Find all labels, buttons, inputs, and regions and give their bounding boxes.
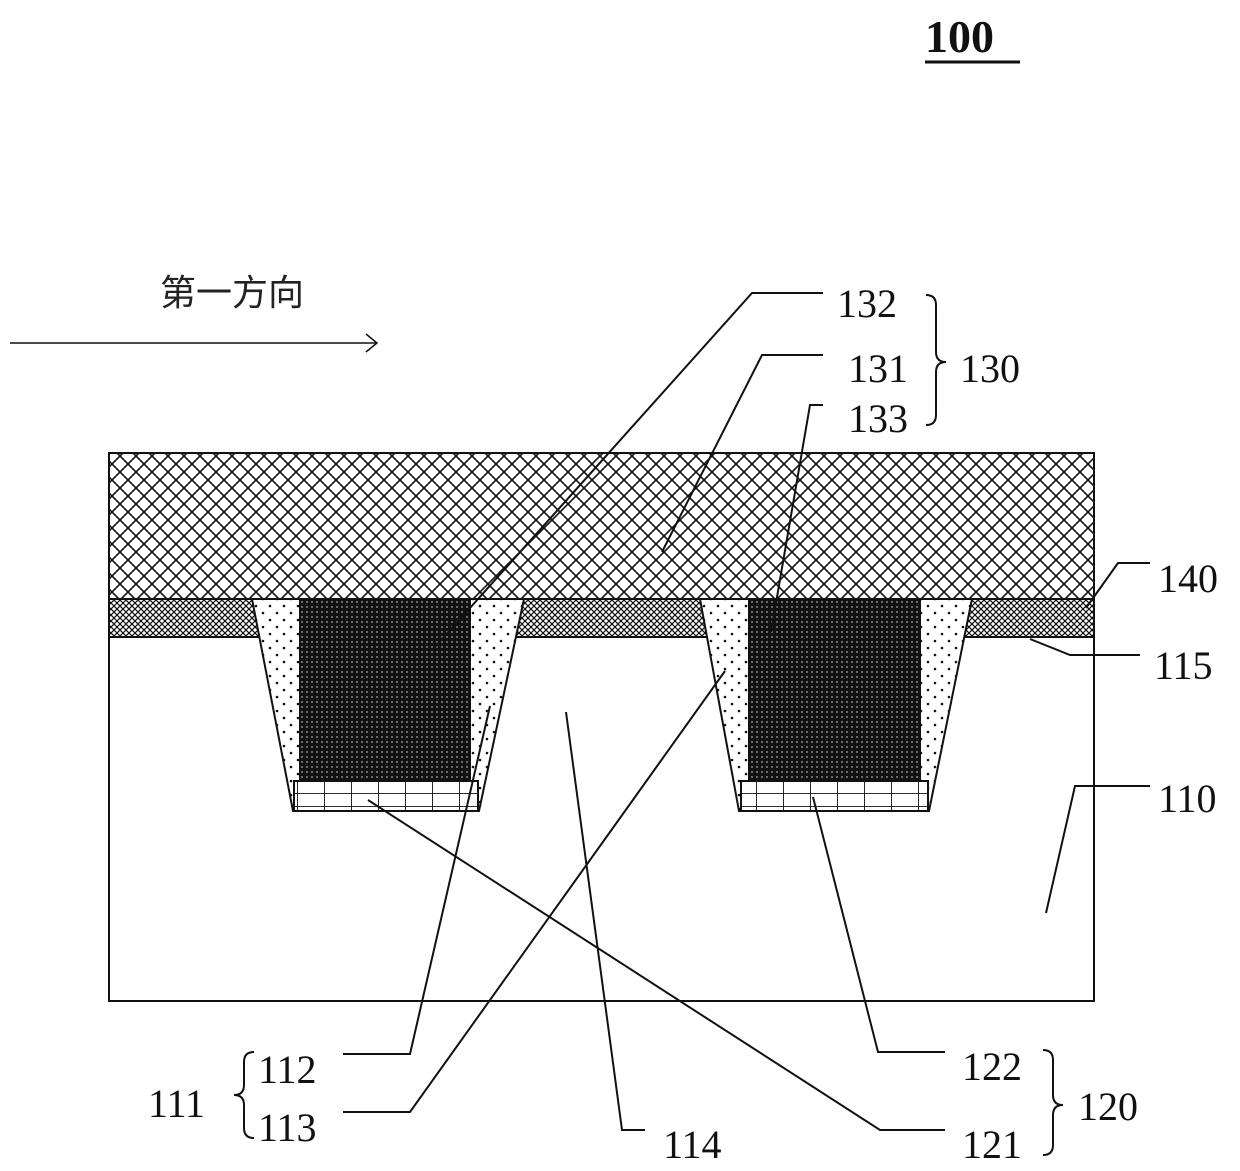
left-electrode-132	[300, 599, 470, 781]
right-trench	[700, 599, 972, 811]
label-131: 131	[848, 346, 908, 391]
label-111: 111	[148, 1081, 205, 1126]
leader-140	[1086, 563, 1150, 608]
brace-111	[234, 1052, 254, 1138]
label-132: 132	[837, 281, 897, 326]
label-121: 121	[962, 1122, 1022, 1167]
left-trench	[252, 599, 524, 811]
label-140: 140	[1158, 556, 1218, 601]
label-110: 110	[1158, 776, 1217, 821]
right-electrode-133	[749, 599, 920, 781]
left-bottom-layer-121	[294, 781, 478, 811]
top-layer-131	[109, 453, 1094, 599]
right-bottom-layer-122	[741, 781, 928, 811]
label-133: 133	[848, 396, 908, 441]
label-113: 113	[258, 1105, 317, 1150]
figure-title: 100	[925, 11, 994, 62]
brace-120	[1043, 1050, 1063, 1155]
label-130: 130	[960, 346, 1020, 391]
label-114: 114	[663, 1122, 722, 1167]
label-120: 120	[1078, 1084, 1138, 1129]
label-122: 122	[962, 1044, 1022, 1089]
label-112: 112	[258, 1047, 317, 1092]
brace-130	[926, 295, 946, 425]
direction-label: 第一方向	[160, 273, 304, 314]
label-115: 115	[1154, 643, 1213, 688]
